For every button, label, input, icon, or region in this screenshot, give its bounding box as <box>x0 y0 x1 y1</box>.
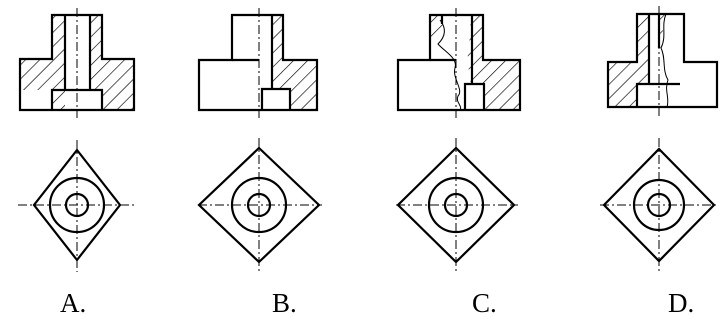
option-d-hatch-left <box>608 14 649 107</box>
option-d-top-view <box>600 138 718 272</box>
option-c-counterbore <box>463 82 486 110</box>
option-d: D. <box>600 6 719 318</box>
option-b-front-section <box>197 8 319 118</box>
option-b-counterbore <box>260 87 292 110</box>
option-c-outline <box>396 13 522 112</box>
option-a-hatch-left <box>20 15 65 110</box>
option-d-counterbore <box>635 82 680 107</box>
option-c-top-view <box>396 138 518 272</box>
option-c-hatch-top-left <box>430 15 445 46</box>
option-d-label: D. <box>668 288 694 318</box>
option-a-top-view <box>18 140 136 272</box>
option-b-outline <box>197 13 319 112</box>
option-a-label: A. <box>60 288 86 318</box>
option-a-counterbore <box>50 88 104 110</box>
option-b-top-view <box>197 138 322 272</box>
option-c-break-line <box>437 19 462 111</box>
option-a: A. <box>18 8 136 318</box>
option-d-hatch-strip <box>659 14 666 48</box>
option-a-outline <box>18 13 136 112</box>
option-b-label: B. <box>272 288 297 318</box>
option-b: B. <box>197 8 322 318</box>
option-d-front-section <box>606 6 719 116</box>
option-c: C. <box>396 8 522 318</box>
option-c-hatch-right <box>467 15 520 110</box>
option-d-outline <box>606 12 719 109</box>
option-d-break-line <box>660 13 669 108</box>
option-c-label: C. <box>472 288 497 318</box>
option-a-hatch-right <box>90 15 134 110</box>
option-a-front-section <box>18 8 136 118</box>
option-b-hatch-right <box>272 15 317 110</box>
option-c-front-section <box>396 8 522 118</box>
